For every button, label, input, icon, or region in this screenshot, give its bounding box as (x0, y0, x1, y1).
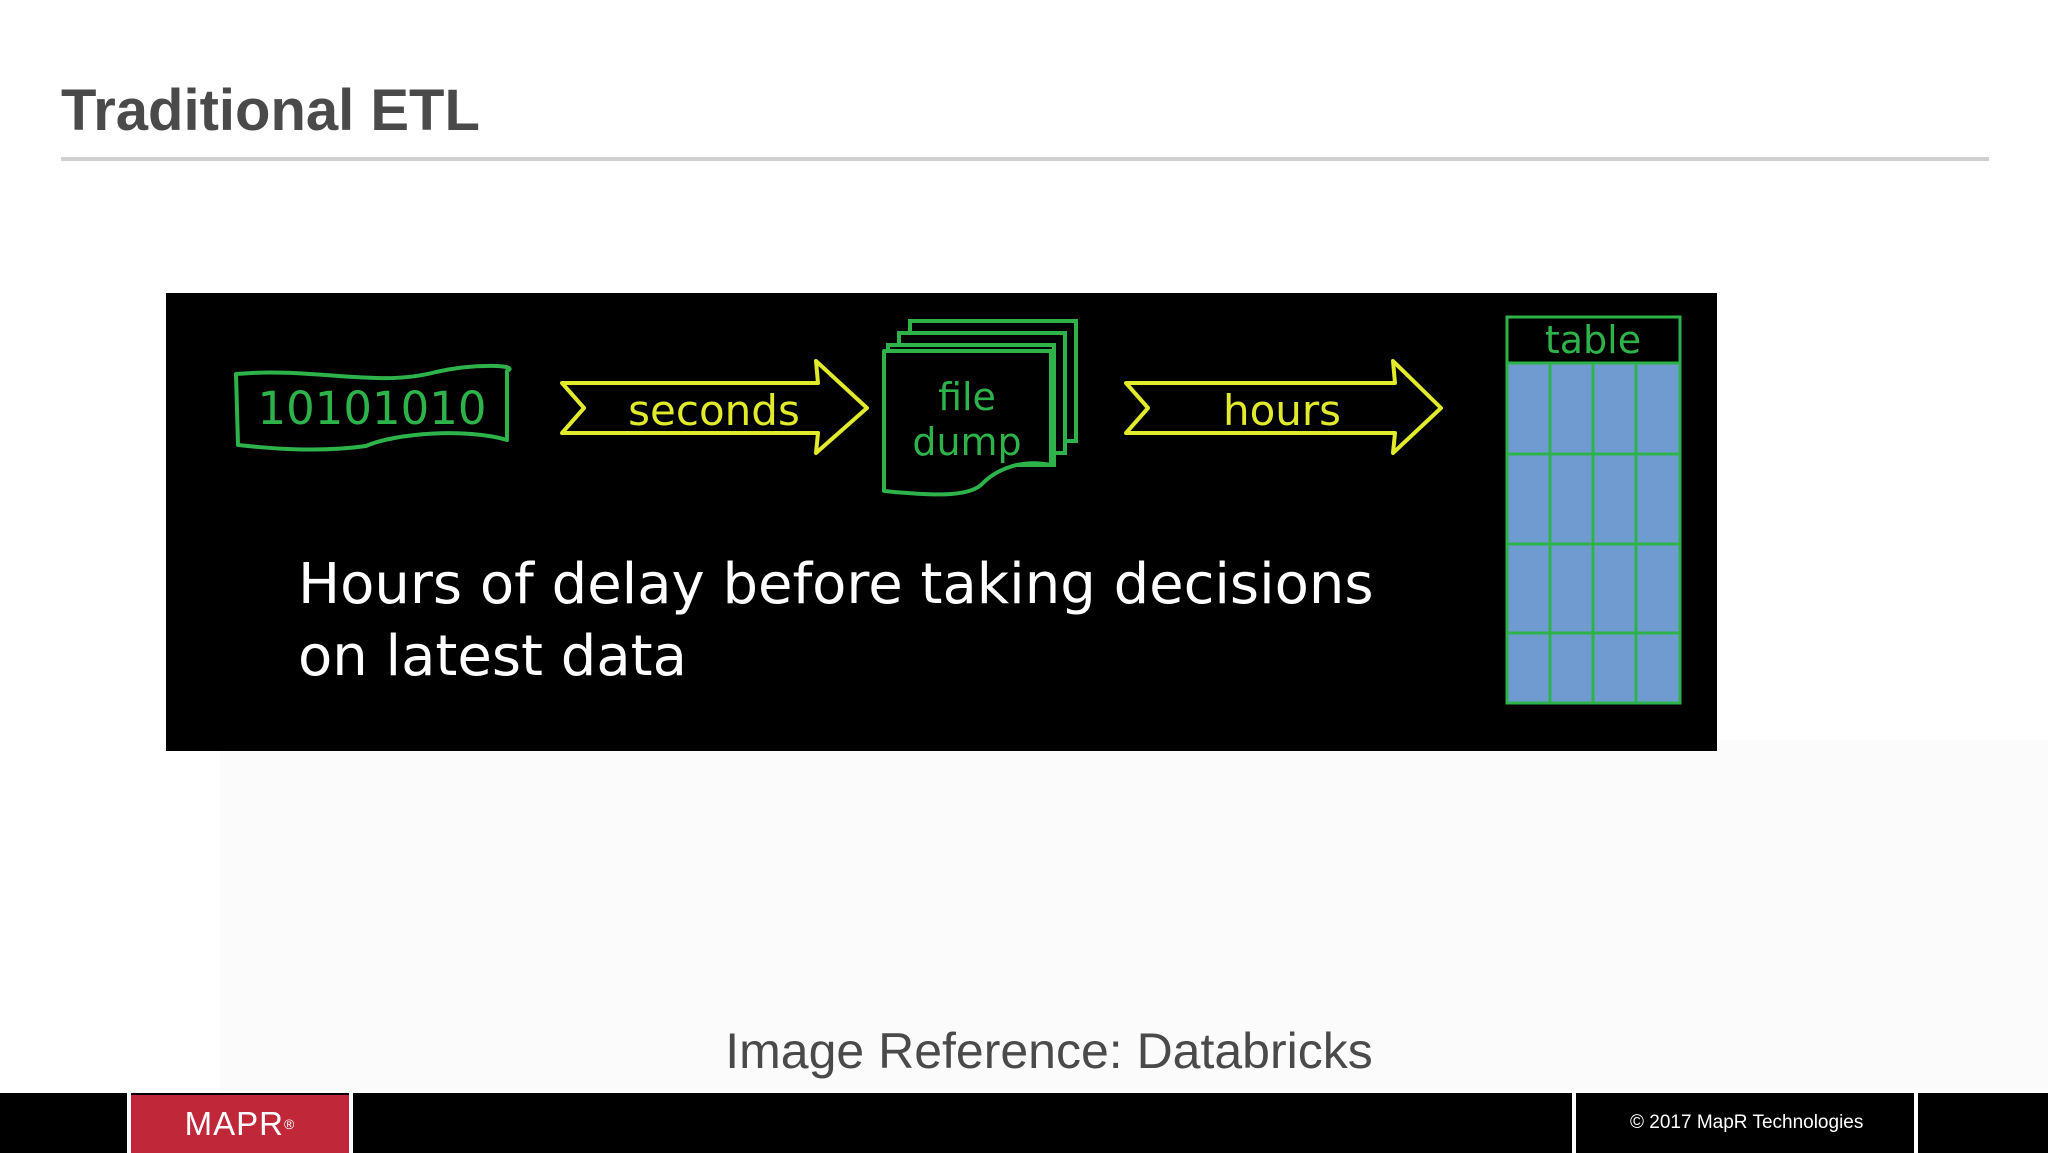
binary-data-label: 10101010 (257, 382, 486, 435)
table-label: table (1545, 318, 1641, 362)
file-dump-icon: file dump (882, 319, 1078, 497)
table-icon: table (1505, 315, 1682, 705)
file-dump-label-line2: dump (912, 420, 1021, 464)
footer-divider (1572, 1093, 1576, 1153)
mapr-logo-text: MAPR® (131, 1095, 349, 1153)
copyright-notice: © 2017 MapR Technologies (1630, 1112, 1864, 1133)
mapr-logo-word: MAPR (184, 1105, 284, 1142)
hours-arrow: hours (1124, 359, 1443, 455)
footer-divider (349, 1093, 353, 1153)
registered-mark: ® (284, 1116, 296, 1132)
footer-divider (127, 1093, 131, 1153)
diagram-caption-line2: on latest data (298, 624, 687, 689)
diagram-caption-line1: Hours of delay before taking decisions (298, 552, 1374, 617)
hours-arrow-label: hours (1223, 386, 1341, 435)
mapr-logo: MAPR® (131, 1095, 349, 1153)
seconds-arrow-label: seconds (628, 386, 800, 435)
title-divider (61, 157, 1989, 161)
seconds-arrow: seconds (560, 359, 869, 455)
image-reference: Image Reference: Databricks (725, 1023, 1373, 1079)
background-panel (220, 740, 2048, 1092)
file-dump-label-line1: file (938, 375, 996, 419)
footer-divider (1914, 1093, 1918, 1153)
slide-title: Traditional ETL (61, 78, 480, 143)
binary-data-banner: 10101010 (234, 363, 512, 452)
etl-diagram-image: 10101010 seconds file dump hours (166, 293, 1717, 751)
